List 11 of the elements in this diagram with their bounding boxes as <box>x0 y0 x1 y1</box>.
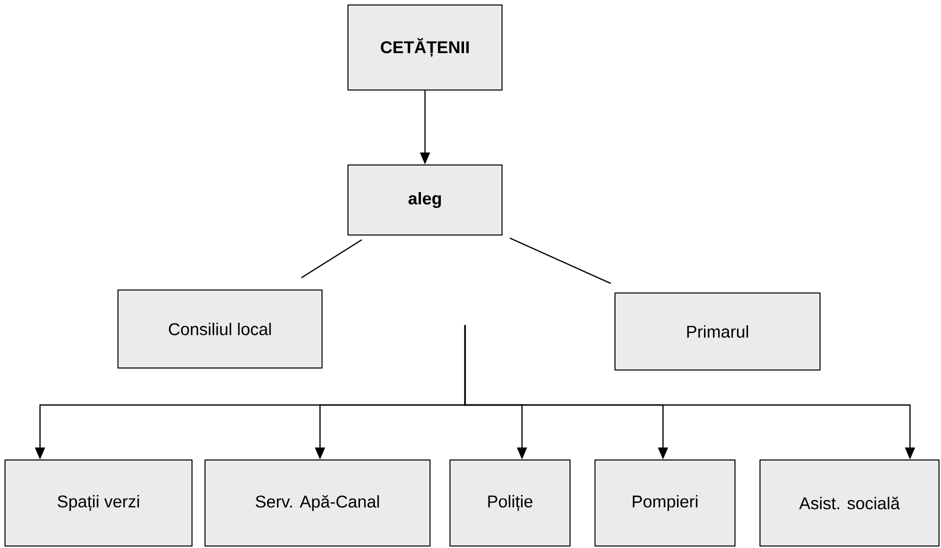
title-box: CETĂȚENII <box>348 4 502 90</box>
process-box: Primarul <box>614 292 820 370</box>
process-box: Serv. Apă-Canal <box>204 459 430 546</box>
process-box: Consiliul local <box>118 289 322 368</box>
process-box: Poliție <box>450 459 570 546</box>
process-box: Pompieri <box>594 459 736 546</box>
process-box: Spații verzi <box>4 459 192 546</box>
process-box: Asist. socială <box>760 459 940 546</box>
process-box: aleg <box>348 164 502 236</box>
connector-line <box>301 239 362 278</box>
connector-line <box>510 238 611 284</box>
